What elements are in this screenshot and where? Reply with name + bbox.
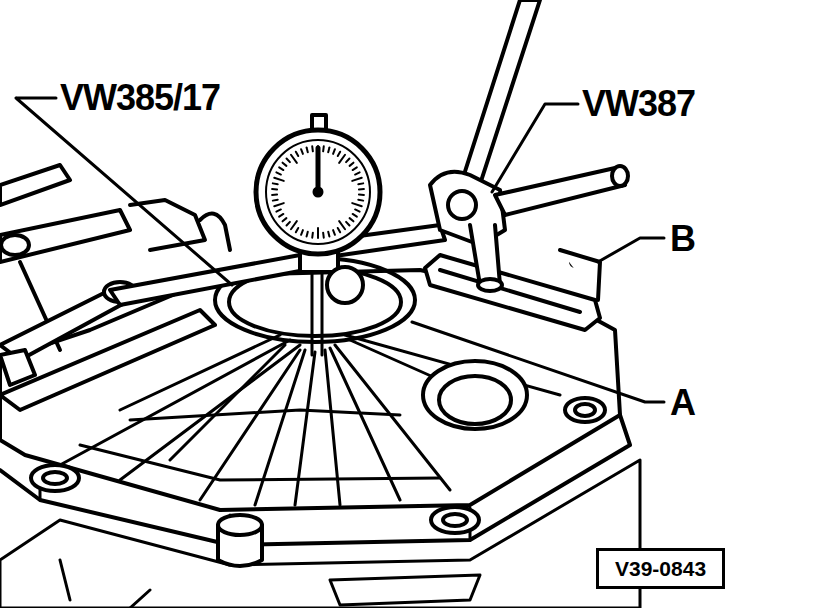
dial-tick: [287, 158, 290, 162]
dial-tick: [272, 188, 277, 190]
figure-number: V39-0843: [596, 548, 725, 589]
housing-boss: [423, 361, 527, 429]
dial-tick: [301, 230, 303, 235]
dial-tick: [358, 182, 363, 185]
clamp: [430, 0, 628, 291]
dial-tick: [274, 203, 284, 206]
dial-tick: [322, 233, 325, 238]
plate: [425, 250, 600, 330]
dial-tick: [353, 167, 357, 170]
dial-tick: [273, 199, 278, 202]
dial-tick: [350, 163, 354, 166]
dial-tick: [346, 158, 349, 162]
flange-edge: [40, 470, 470, 545]
dial-tick: [339, 221, 345, 229]
dial-tick: [317, 228, 319, 238]
dial-tick: [273, 182, 278, 185]
dial-tick: [346, 222, 349, 226]
dial-tick: [283, 163, 287, 166]
dial-tick: [352, 203, 362, 206]
dial-tick: [333, 230, 335, 235]
dial-gauge: [256, 115, 380, 355]
dial-tick: [311, 146, 314, 151]
dial-tick: [355, 172, 360, 174]
dial-tick: [296, 152, 298, 156]
dial-tick: [339, 155, 345, 163]
dial-tick: [296, 228, 298, 232]
dial-tick: [307, 232, 308, 237]
dial-tick: [311, 233, 314, 238]
dial-tick: [307, 147, 308, 152]
dial-tick: [283, 218, 287, 221]
dial-tick: [291, 221, 297, 229]
dial-tick: [287, 222, 290, 226]
dial-tick: [279, 167, 283, 170]
dial-tick: [359, 188, 364, 190]
dial-tick: [322, 146, 325, 151]
dial-tick: [274, 178, 284, 181]
leader-lines: [16, 98, 664, 402]
dial-tick: [338, 152, 340, 156]
dial-tick: [350, 218, 354, 221]
dial-tick: [338, 228, 340, 232]
dial-tick: [359, 194, 364, 196]
dial-tick: [328, 147, 329, 152]
dial-tick: [276, 172, 281, 174]
dial-tick: [355, 209, 360, 211]
bolt-holes: [31, 398, 605, 533]
dial-tick: [272, 194, 277, 196]
bolt: [218, 515, 262, 566]
dial-tick: [353, 214, 357, 217]
housing-edge: [60, 560, 150, 608]
part-letter: B: [670, 221, 695, 257]
dial-tick: [333, 149, 335, 154]
dial-tick: [276, 209, 281, 211]
tool-label: VW385/17: [60, 80, 220, 116]
tool-label: VW387: [582, 86, 695, 122]
housing-recess: [330, 575, 480, 605]
dial-tick: [279, 214, 283, 217]
part-letter: A: [670, 385, 695, 421]
dial-tick: [352, 178, 362, 181]
dial-tick: [291, 155, 297, 163]
dial-tick: [358, 199, 363, 202]
dial-tick: [301, 149, 303, 154]
dial-tick: [328, 232, 329, 237]
